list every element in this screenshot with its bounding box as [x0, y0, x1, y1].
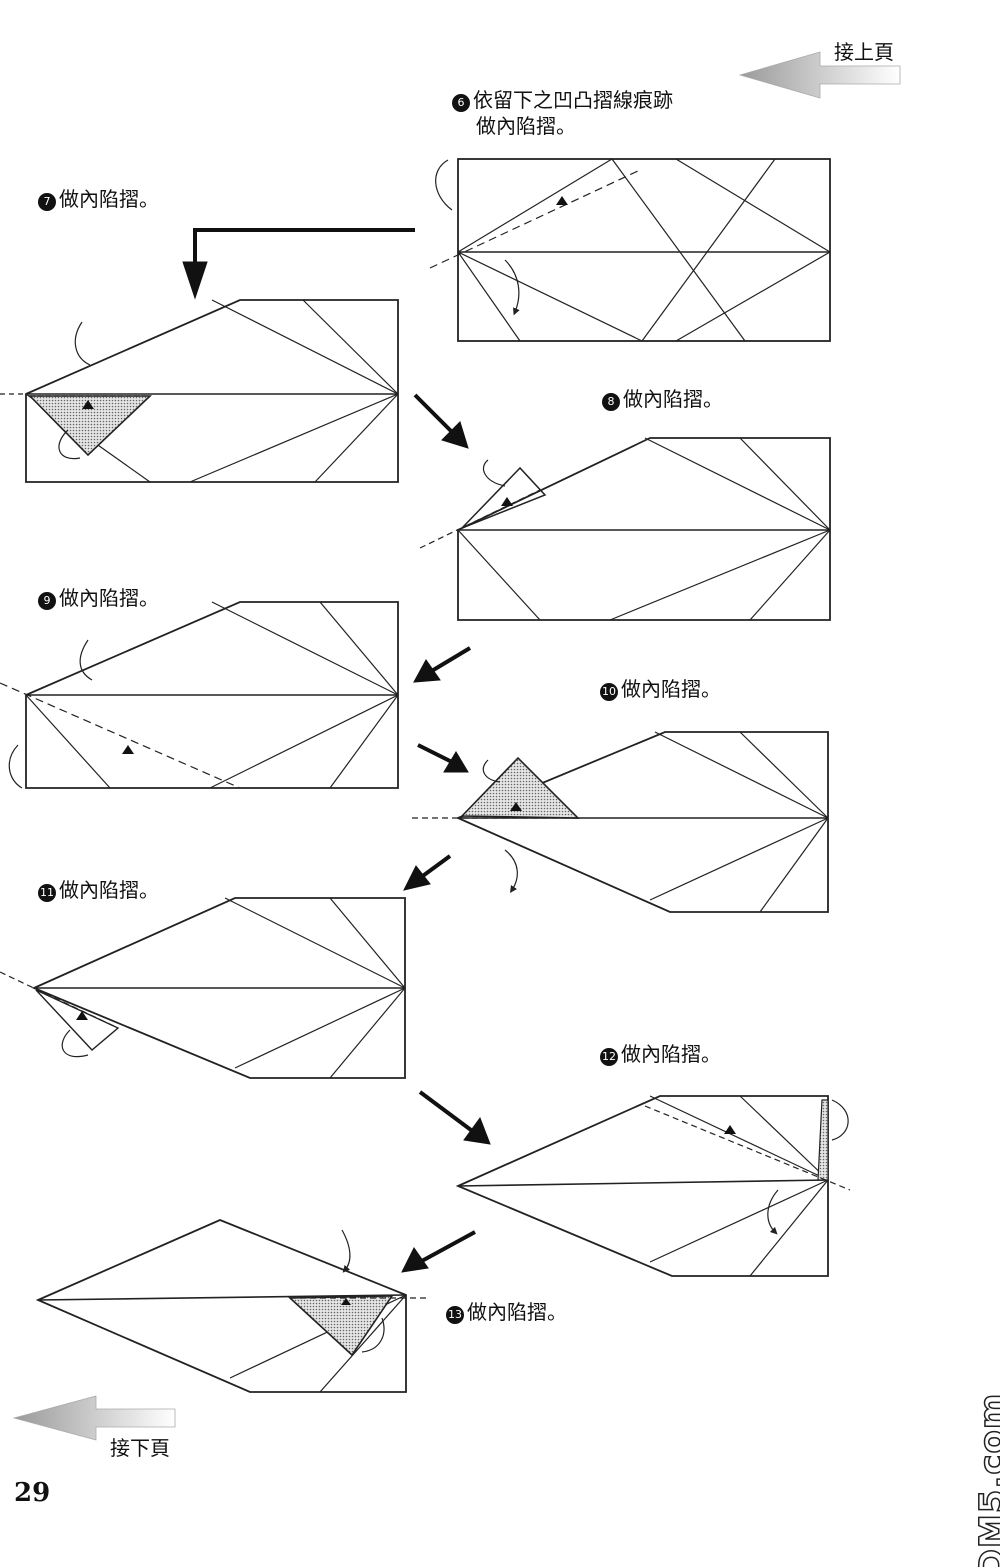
next-page-label[interactable]: 接下頁: [110, 1436, 170, 1460]
step8-number: 8: [602, 393, 620, 411]
page-number: 29: [14, 1478, 51, 1508]
prev-page-arrow[interactable]: [738, 51, 901, 99]
step13-diagram: [35, 1219, 430, 1393]
step10-diagram: [412, 731, 829, 913]
step12-diagram: [455, 1095, 851, 1277]
step7-text: 做內陷摺。: [59, 187, 159, 211]
step9-number: 9: [38, 592, 56, 610]
step6-number: 6: [452, 94, 470, 112]
step9-diagram: [0, 601, 399, 789]
step12-number: 12: [600, 1048, 618, 1066]
step12-text: 做內陷摺。: [621, 1042, 721, 1066]
step6-text: 依留下之凹凸摺線痕跡: [473, 88, 673, 112]
step11-diagram: [0, 897, 406, 1079]
prev-page-label[interactable]: 接上頁: [834, 40, 894, 64]
step10-number: 10: [600, 683, 618, 701]
step9-text: 做內陷摺。: [59, 586, 159, 610]
step8-text: 做內陷摺。: [623, 387, 723, 411]
step13-number: 13: [446, 1306, 464, 1324]
step7-number: 7: [38, 193, 56, 211]
step8-diagram: [419, 437, 831, 621]
step7-diagram: [0, 299, 399, 483]
step6-text-line2: 做內陷摺。: [476, 114, 576, 138]
step11-number: 11: [38, 884, 56, 902]
fold-markers: [76, 196, 736, 1305]
step11-text: 做內陷摺。: [59, 878, 159, 902]
step10-text: 做內陷摺。: [621, 677, 721, 701]
step13-text: 做內陷摺。: [467, 1300, 567, 1324]
next-page-arrow[interactable]: [12, 1395, 176, 1441]
flow-arrows: [182, 228, 491, 1273]
watermark-logo: DM5.com: [972, 1392, 1000, 1567]
step6-diagram: [429, 158, 831, 342]
